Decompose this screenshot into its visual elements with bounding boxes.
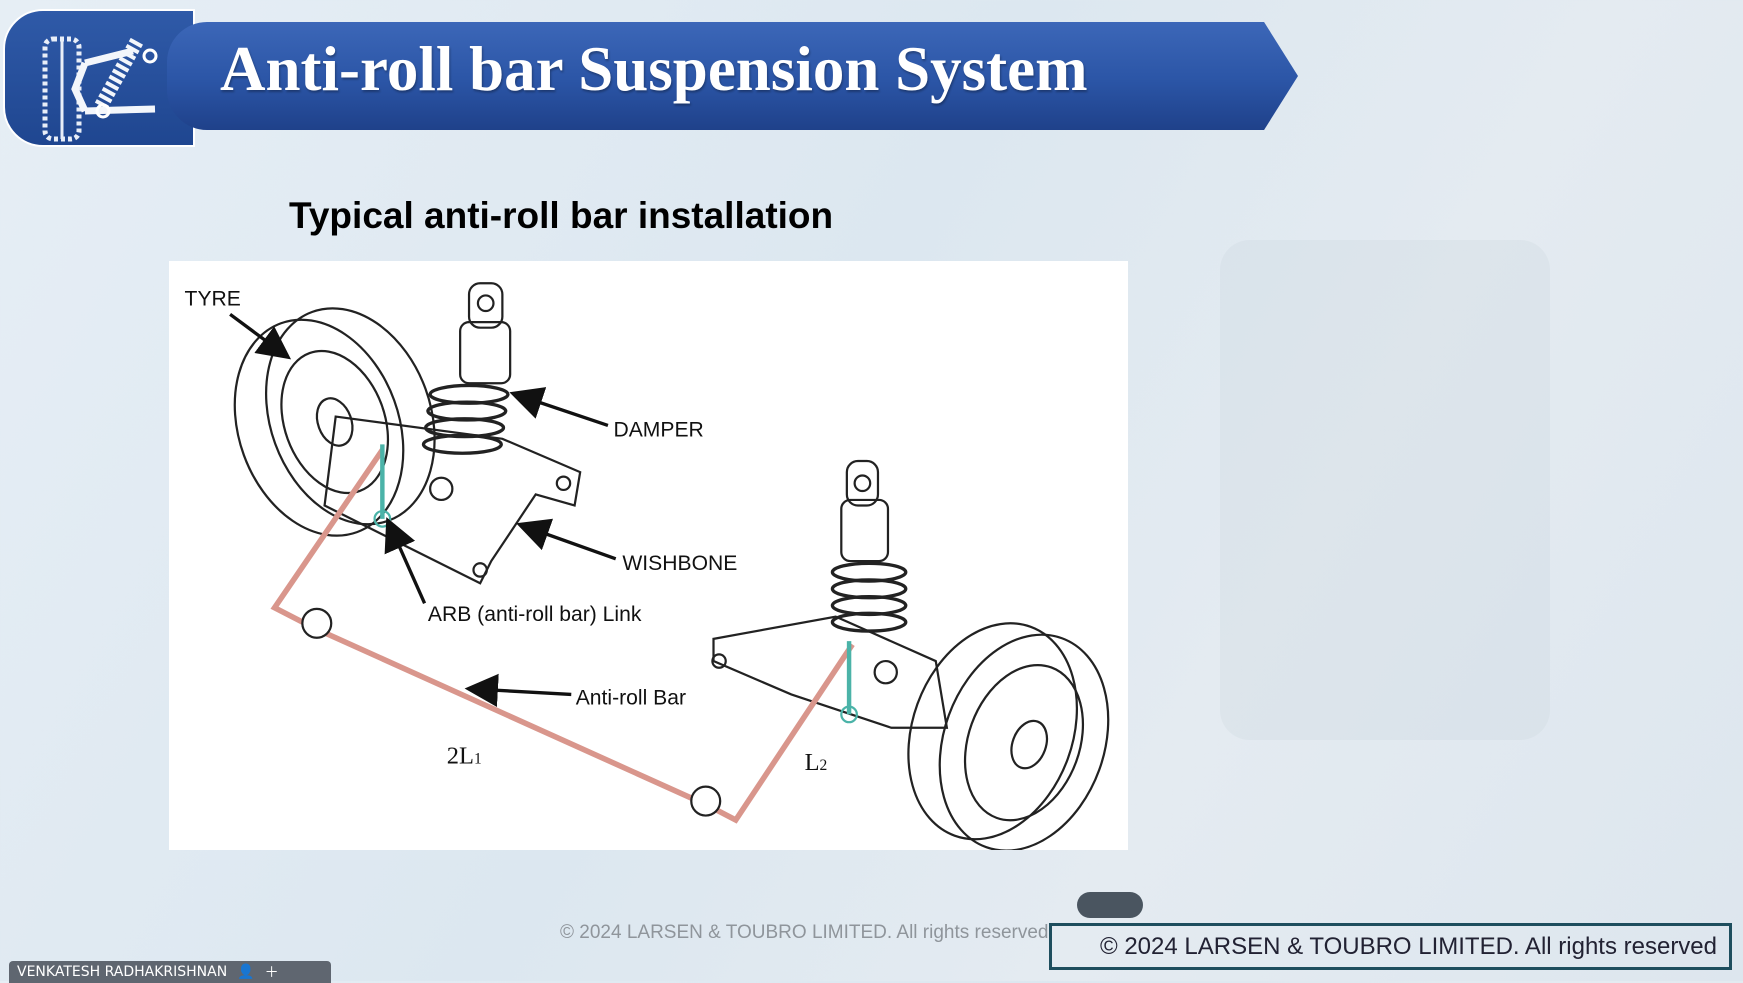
right-wishbone: [712, 615, 949, 729]
anti-roll-bar: [270, 448, 855, 824]
participant-tag[interactable]: VENKATESH RADHAKRISHNAN 👤 ＋: [9, 961, 331, 983]
right-damper: [830, 459, 908, 633]
left-wishbone: [323, 415, 582, 585]
bar-bushing: [690, 785, 722, 817]
copyright-text: © 2024 LARSEN & TOUBRO LIMITED. All righ…: [1099, 932, 1717, 960]
participant-name: VENKATESH RADHAKRISHNAN: [17, 964, 228, 980]
label-anti-roll-bar: Anti-roll Bar: [576, 686, 686, 709]
label-arb-link: ARB (anti-roll bar) Link: [428, 603, 642, 626]
label-tyre: TYRE: [185, 287, 241, 310]
label-l2: L2: [805, 749, 828, 776]
bar-bushing: [301, 607, 333, 639]
plug-icon: [1077, 892, 1143, 918]
person-icon: 👤: [237, 964, 255, 980]
copyright-overlay: © 2024 LARSEN & TOUBRO LIMITED. All righ…: [1049, 923, 1732, 970]
label-damper: DAMPER: [613, 419, 703, 442]
label-2l1: 2L1: [447, 742, 482, 769]
right-tyre: [907, 622, 1110, 852]
plus-icon[interactable]: ＋: [264, 965, 279, 981]
label-wishbone: WISHBONE: [622, 552, 737, 575]
title-banner: [167, 22, 1298, 130]
background-decoration: [1220, 240, 1550, 740]
suspension-logo-icon: [3, 9, 195, 147]
arb-link: [380, 444, 852, 715]
slide-subtitle: Typical anti-roll bar installation: [289, 195, 834, 236]
anti-roll-bar-diagram: TYRE DAMPER WISHBONE ARB (anti-roll bar)…: [169, 261, 1128, 852]
slide-footer: © 2024 LARSEN & TOUBRO LIMITED. All righ…: [560, 922, 1049, 943]
slide-title: Anti-roll bar Suspension System: [220, 34, 1088, 104]
label-arrows: [229, 313, 617, 707]
left-damper: [421, 282, 512, 455]
